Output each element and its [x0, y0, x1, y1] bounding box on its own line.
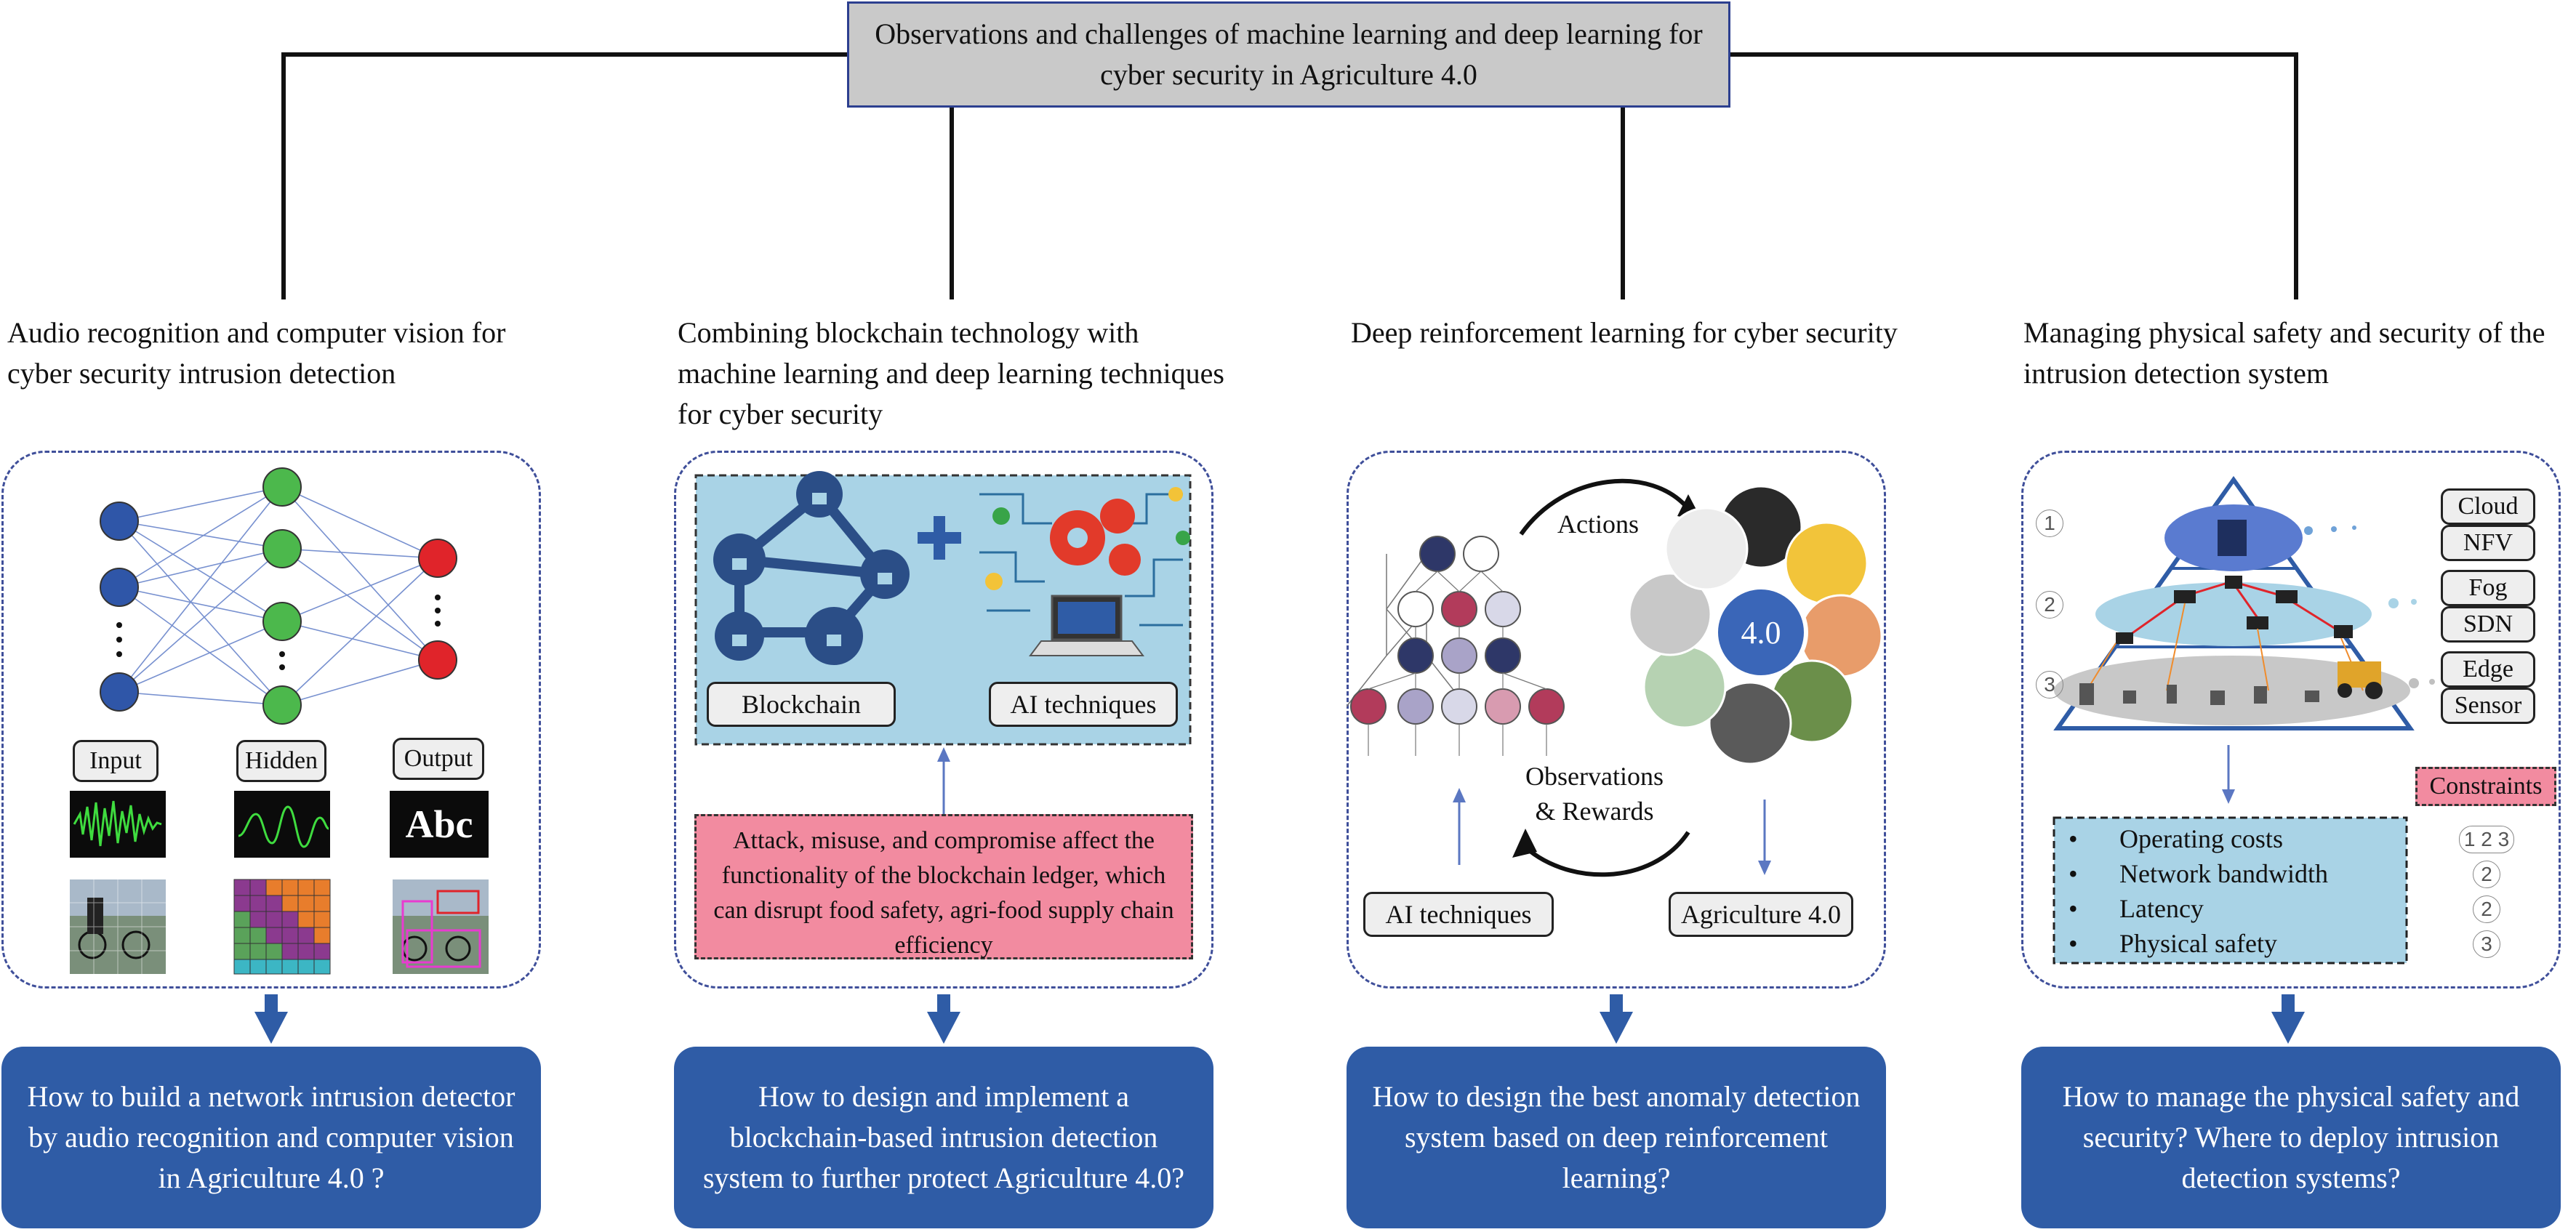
blockchain-ai-illustration: [694, 471, 1192, 887]
page-title: Observations and challenges of machine l…: [847, 1, 1730, 108]
neural-network-diagram: [70, 467, 489, 975]
label-input: Input: [73, 740, 159, 782]
label-4-0-center: 4.0: [1741, 615, 1781, 651]
label-ai-techniques-drl: AI techniques: [1363, 892, 1554, 937]
constraint-levels: 1 2 3 2 2 3: [2443, 826, 2530, 965]
reinforcement-loop-diagram: [1347, 478, 1883, 877]
layer-edge: Edge: [2441, 651, 2535, 688]
constraint-item: Operating costs: [2054, 821, 2407, 856]
layer-fog: Fog: [2441, 570, 2535, 606]
question-blockchain: How to design and implement a blockchain…: [674, 1047, 1213, 1228]
label-hidden: Hidden: [236, 740, 326, 782]
level-number-1: 1: [2036, 509, 2063, 537]
label-actions: Actions: [1557, 510, 1639, 539]
heading-blockchain: Combining blockchain technology with mac…: [678, 316, 1224, 430]
heading-physical-safety: Managing physical safety and security of…: [2023, 316, 2545, 390]
label-output: Output: [393, 738, 484, 780]
level-number-2: 2: [2036, 590, 2063, 619]
question-physical-safety: How to manage the physical safety and se…: [2021, 1047, 2561, 1228]
question-drl: How to design the best anomaly detection…: [1347, 1047, 1886, 1228]
label-agriculture-4-0: Agriculture 4.0: [1669, 892, 1853, 937]
label-blockchain: Blockchain: [707, 682, 896, 727]
constraint-level-badge: 2: [2473, 861, 2500, 888]
constraint-level-badge: 3: [2473, 930, 2500, 958]
question-audio-vision: How to build a network intrusion detecto…: [1, 1047, 541, 1228]
constraints-list: Operating costs Network bandwidth Latenc…: [2054, 821, 2407, 961]
layer-cloud: Cloud: [2441, 488, 2535, 525]
abc-text-image: Abc: [405, 802, 473, 846]
blockchain-risk-note: Attack, misuse, and compromise affect th…: [694, 814, 1193, 959]
layer-sdn: SDN: [2441, 606, 2535, 643]
label-ai-techniques: AI techniques: [989, 682, 1178, 727]
constraint-level-badge: 1 2 3: [2458, 826, 2515, 853]
constraint-item: Network bandwidth: [2054, 856, 2407, 891]
level-number-3: 3: [2036, 670, 2063, 698]
constraint-item: Latency: [2054, 891, 2407, 926]
layer-nfv: NFV: [2441, 525, 2535, 561]
layer-sensor: Sensor: [2441, 688, 2535, 724]
constraints-label: Constraints: [2415, 767, 2556, 806]
label-observations-rewards: Observations & Rewards: [1525, 762, 1664, 826]
constraint-level-badge: 2: [2473, 895, 2500, 923]
heading-drl: Deep reinforcement learning for cyber se…: [1351, 316, 1898, 349]
constraint-item: Physical safety: [2054, 926, 2407, 961]
heading-audio-vision: Audio recognition and computer vision fo…: [7, 316, 506, 390]
